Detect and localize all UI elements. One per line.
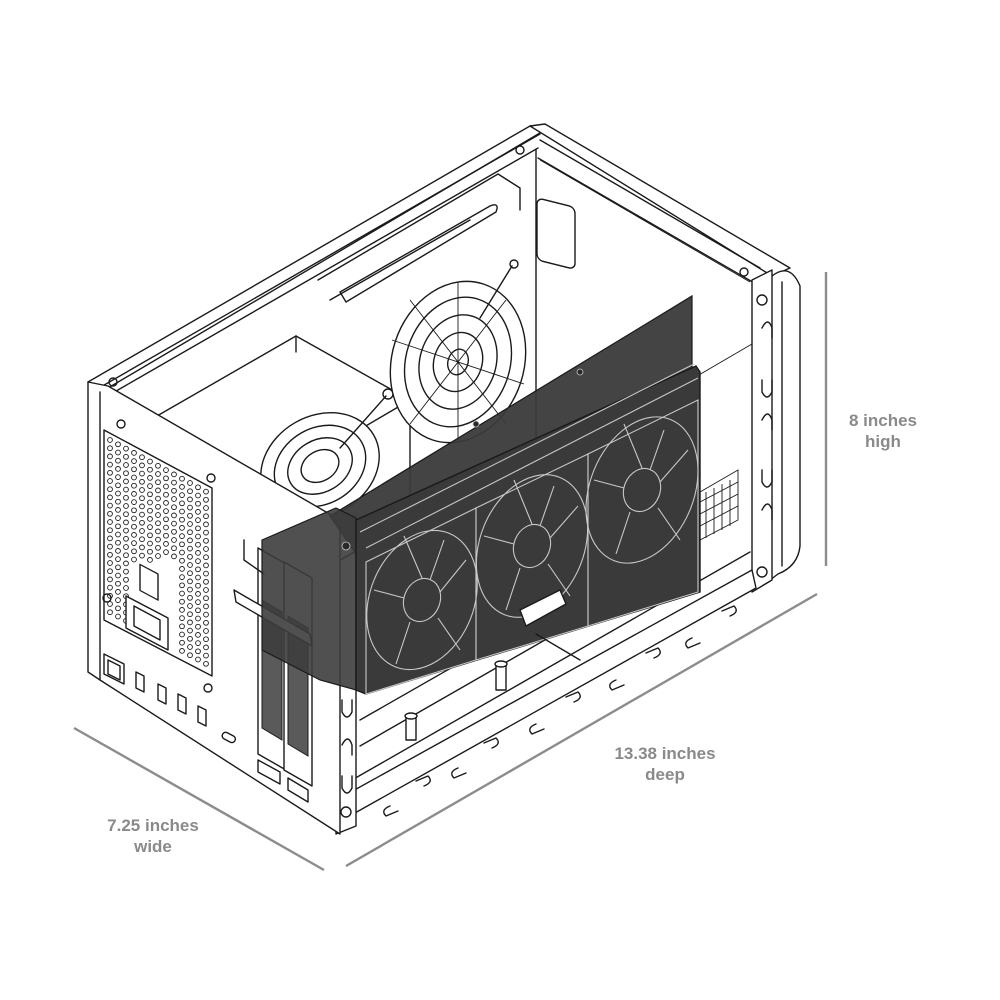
- case-corner-screws: [108, 145, 749, 387]
- height-dimension-label: 8 inches high: [836, 410, 930, 452]
- width-dimension-line: [73, 726, 325, 872]
- rear-exhaust-fan: [317, 173, 527, 444]
- gpu-support-bracket: [519, 589, 581, 661]
- bottom-rail-cutouts: [383, 605, 737, 817]
- left-post-cutouts: [340, 699, 353, 818]
- height-axis: high: [865, 432, 901, 451]
- height-value: 8 inches: [848, 411, 918, 430]
- width-value: 7.25 inches: [107, 816, 199, 835]
- width-dimension-label: 7.25 inches wide: [88, 815, 218, 857]
- side-vent-mesh: [699, 469, 739, 541]
- depth-value: 13.38 inches: [614, 744, 716, 763]
- triple-fan-graphics-card: [261, 294, 701, 695]
- depth-dimension-label: 13.38 inches deep: [590, 743, 740, 785]
- depth-axis: deep: [645, 765, 685, 784]
- dimension-lines: [73, 272, 828, 872]
- psu-vent-perforation: [107, 437, 209, 667]
- width-axis: wide: [134, 837, 172, 856]
- rear-panel-ports: [102, 419, 237, 744]
- frame-slot-cutouts: [756, 294, 773, 578]
- depth-dimension-line: [345, 592, 818, 868]
